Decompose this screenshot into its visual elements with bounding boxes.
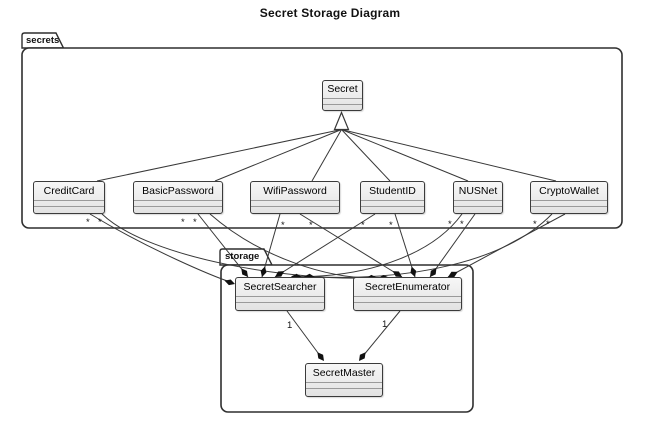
- multiplicity-label: *: [86, 217, 90, 228]
- package-secrets-tab: [21, 32, 65, 49]
- multiplicity-label: 1: [287, 320, 293, 331]
- composition-diamond: [448, 271, 458, 278]
- inheritance-edge-cryptowallet: [341, 129, 557, 182]
- class-name-label: Secret: [323, 81, 362, 99]
- class-methods-compartment: [531, 207, 607, 212]
- inheritance-edge-creditcard: [96, 129, 342, 182]
- composition-edge-cryptowallet-secretsearcher: [305, 213, 553, 278]
- class-name-label: NUSNet: [454, 182, 502, 201]
- class-nusnet: NUSNet: [453, 181, 503, 214]
- class-attributes-compartment: [454, 201, 502, 207]
- composition-diamond: [430, 268, 437, 277]
- multiplicity-label: *: [533, 219, 537, 230]
- package-label-secrets: secrets: [26, 35, 60, 46]
- inheritance-edge-wifipassword: [311, 129, 342, 182]
- class-attributes-compartment: [34, 201, 104, 207]
- class-methods-compartment: [306, 389, 382, 394]
- class-methods-compartment: [361, 207, 424, 212]
- class-methods-compartment: [354, 303, 461, 308]
- package-storage-tab: [219, 248, 274, 266]
- class-attributes-compartment: [531, 201, 607, 207]
- composition-edge-studentid-secretsearcher: [274, 213, 376, 278]
- class-methods-compartment: [134, 207, 222, 212]
- class-secret: Secret: [322, 80, 363, 111]
- class-secretsearcher: SecretSearcher: [235, 277, 325, 311]
- class-methods-compartment: [454, 207, 502, 212]
- class-name-label: BasicPassword: [134, 182, 222, 201]
- class-methods-compartment: [34, 207, 104, 212]
- inheritance-edge-nusnet: [341, 129, 469, 182]
- composition-edge-creditcard-secretsearcher: [89, 213, 234, 284]
- composition-diamond: [359, 352, 366, 361]
- multiplicity-label: *: [460, 219, 464, 230]
- class-name-label: WifiPassword: [251, 182, 339, 201]
- inheritance-triangle-icon: [333, 110, 350, 131]
- class-attributes-compartment: [323, 99, 362, 105]
- class-wifipassword: WifiPassword: [250, 181, 340, 214]
- class-secretmaster: SecretMaster: [305, 363, 383, 397]
- composition-diamond: [224, 279, 235, 286]
- composition-diamond: [275, 271, 285, 277]
- class-attributes-compartment: [306, 383, 382, 389]
- composition-diamond: [392, 271, 402, 277]
- package-label-storage: storage: [225, 251, 260, 262]
- composition-edge-nusnet-secretsearcher: [292, 213, 463, 278]
- composition-edge-nusnet-secretenumerator: [429, 213, 476, 278]
- composition-diamond: [410, 266, 417, 277]
- class-methods-compartment: [323, 105, 362, 110]
- class-basicpassword: BasicPassword: [133, 181, 223, 214]
- class-methods-compartment: [236, 303, 324, 308]
- class-attributes-compartment: [361, 201, 424, 207]
- class-secretenumerator: SecretEnumerator: [353, 277, 462, 311]
- class-name-label: SecretSearcher: [236, 278, 324, 297]
- composition-diamond: [241, 268, 248, 277]
- multiplicity-label: *: [281, 220, 285, 231]
- multiplicity-label: *: [193, 217, 197, 228]
- class-name-label: SecretEnumerator: [354, 278, 461, 297]
- multiplicity-label: *: [389, 220, 393, 231]
- composition-edge-secretsearcher-secretmaster: [286, 310, 323, 360]
- multiplicity-label: *: [309, 220, 313, 231]
- class-name-label: StudentID: [361, 182, 424, 201]
- class-attributes-compartment: [354, 297, 461, 303]
- class-cryptowallet: CryptoWallet: [530, 181, 608, 214]
- class-attributes-compartment: [134, 201, 222, 207]
- inheritance-edge-studentid: [341, 129, 391, 182]
- class-methods-compartment: [251, 207, 339, 212]
- diagram-title: Secret Storage Diagram: [259, 6, 401, 20]
- composition-diamond: [260, 266, 267, 277]
- composition-edge-wifipassword-secretenumerator: [299, 213, 403, 278]
- multiplicity-label: *: [181, 217, 185, 228]
- composition-edge-cryptowallet-secretenumerator: [447, 213, 566, 278]
- class-name-label: CreditCard: [34, 182, 104, 201]
- multiplicity-label: *: [546, 219, 550, 230]
- class-attributes-compartment: [251, 201, 339, 207]
- composition-diamond: [317, 352, 324, 361]
- multiplicity-label: 1: [382, 319, 388, 330]
- class-name-label: CryptoWallet: [531, 182, 607, 201]
- multiplicity-label: *: [361, 220, 365, 231]
- class-name-label: SecretMaster: [306, 364, 382, 383]
- composition-edge-creditcard-secretenumerator: [101, 213, 376, 279]
- class-attributes-compartment: [236, 297, 324, 303]
- composition-edge-studentid-secretenumerator: [394, 213, 416, 278]
- inheritance-edge-basicpassword: [214, 129, 342, 182]
- class-studentid: StudentID: [360, 181, 425, 214]
- multiplicity-label: *: [448, 219, 452, 230]
- class-creditcard: CreditCard: [33, 181, 105, 214]
- composition-edge-secretenumerator-secretmaster: [360, 310, 401, 360]
- multiplicity-label: *: [98, 217, 102, 228]
